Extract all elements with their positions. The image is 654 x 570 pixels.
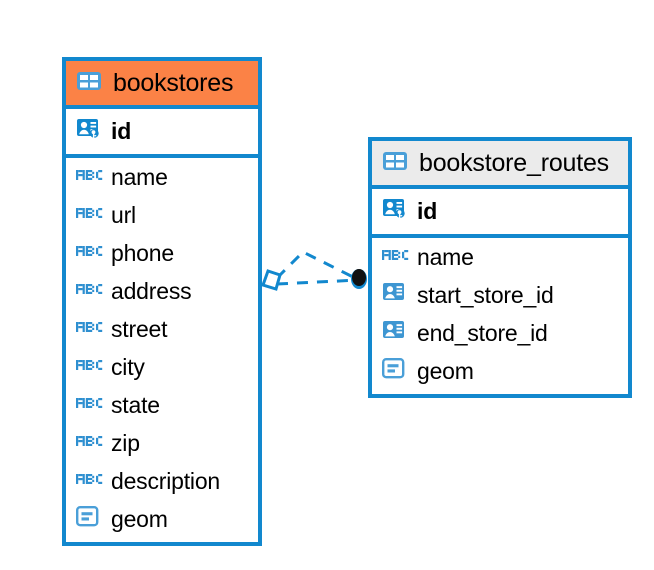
field-list-bookstore-routes: name start_store_id bbox=[372, 238, 628, 390]
entity-header-bookstore-routes[interactable]: bookstore_routes bbox=[372, 141, 628, 189]
diamond-marker bbox=[261, 269, 282, 291]
relationship-line-upper bbox=[275, 250, 360, 282]
entity-title: bookstore_routes bbox=[419, 148, 609, 177]
field-label: id bbox=[417, 198, 438, 224]
abc-text-icon bbox=[75, 241, 103, 266]
field-label: geom bbox=[417, 357, 474, 384]
abc-text-icon bbox=[75, 165, 103, 190]
field-label: address bbox=[111, 277, 192, 304]
field-label: end_store_id bbox=[417, 319, 548, 346]
table-icon bbox=[381, 147, 409, 180]
foreign-key-icon bbox=[381, 318, 409, 349]
field-label: zip bbox=[111, 429, 140, 456]
primary-key-icon bbox=[381, 195, 409, 228]
geometry-icon bbox=[381, 356, 409, 387]
field-label: description bbox=[111, 467, 221, 494]
field-label: url bbox=[111, 201, 136, 228]
field-label: start_store_id bbox=[417, 281, 554, 308]
table-icon bbox=[75, 67, 103, 100]
abc-text-icon bbox=[75, 431, 103, 456]
field-label: state bbox=[111, 391, 160, 418]
abc-text-icon bbox=[381, 245, 409, 270]
field-row-name[interactable]: name bbox=[66, 158, 258, 196]
field-list-bookstores: name u bbox=[66, 158, 258, 538]
field-row-city[interactable]: city bbox=[66, 348, 258, 386]
field-label: name bbox=[417, 243, 474, 270]
foreign-key-icon bbox=[381, 280, 409, 311]
abc-text-icon bbox=[75, 469, 103, 494]
entity-title: bookstores bbox=[113, 68, 234, 97]
primary-key-block: id bbox=[66, 109, 258, 158]
abc-text-icon bbox=[75, 317, 103, 342]
entity-bookstore-routes[interactable]: bookstore_routes bbox=[368, 137, 632, 398]
abc-text-icon bbox=[75, 203, 103, 228]
primary-key-icon bbox=[75, 115, 103, 148]
field-row-phone[interactable]: phone bbox=[66, 234, 258, 272]
field-row-state[interactable]: state bbox=[66, 386, 258, 424]
entity-header-bookstores[interactable]: bookstores bbox=[66, 61, 258, 109]
field-row-id[interactable]: id bbox=[66, 109, 258, 154]
abc-text-icon bbox=[75, 393, 103, 418]
abc-text-icon bbox=[75, 279, 103, 304]
field-row-start-store-id[interactable]: start_store_id bbox=[372, 276, 628, 314]
field-row-description[interactable]: description bbox=[66, 462, 258, 500]
field-label: name bbox=[111, 163, 168, 190]
field-row-end-store-id[interactable]: end_store_id bbox=[372, 314, 628, 352]
field-label: street bbox=[111, 315, 168, 342]
abc-text-icon bbox=[75, 355, 103, 380]
field-label: id bbox=[111, 118, 132, 144]
primary-key-block: id bbox=[372, 189, 628, 238]
field-label: geom bbox=[111, 505, 168, 532]
relationship-line-lower bbox=[276, 278, 360, 286]
filled-circle-marker bbox=[351, 269, 367, 289]
field-row-name[interactable]: name bbox=[372, 238, 628, 276]
field-row-street[interactable]: street bbox=[66, 310, 258, 348]
field-row-geom[interactable]: geom bbox=[372, 352, 628, 390]
field-row-zip[interactable]: zip bbox=[66, 424, 258, 462]
field-label: phone bbox=[111, 239, 174, 266]
field-row-id[interactable]: id bbox=[372, 189, 628, 234]
entity-bookstores[interactable]: bookstores bbox=[62, 57, 262, 546]
field-row-geom[interactable]: geom bbox=[66, 500, 258, 538]
geometry-icon bbox=[75, 504, 103, 535]
field-row-address[interactable]: address bbox=[66, 272, 258, 310]
relationship-connector[interactable] bbox=[255, 240, 385, 320]
field-row-url[interactable]: url bbox=[66, 196, 258, 234]
field-label: city bbox=[111, 353, 145, 380]
